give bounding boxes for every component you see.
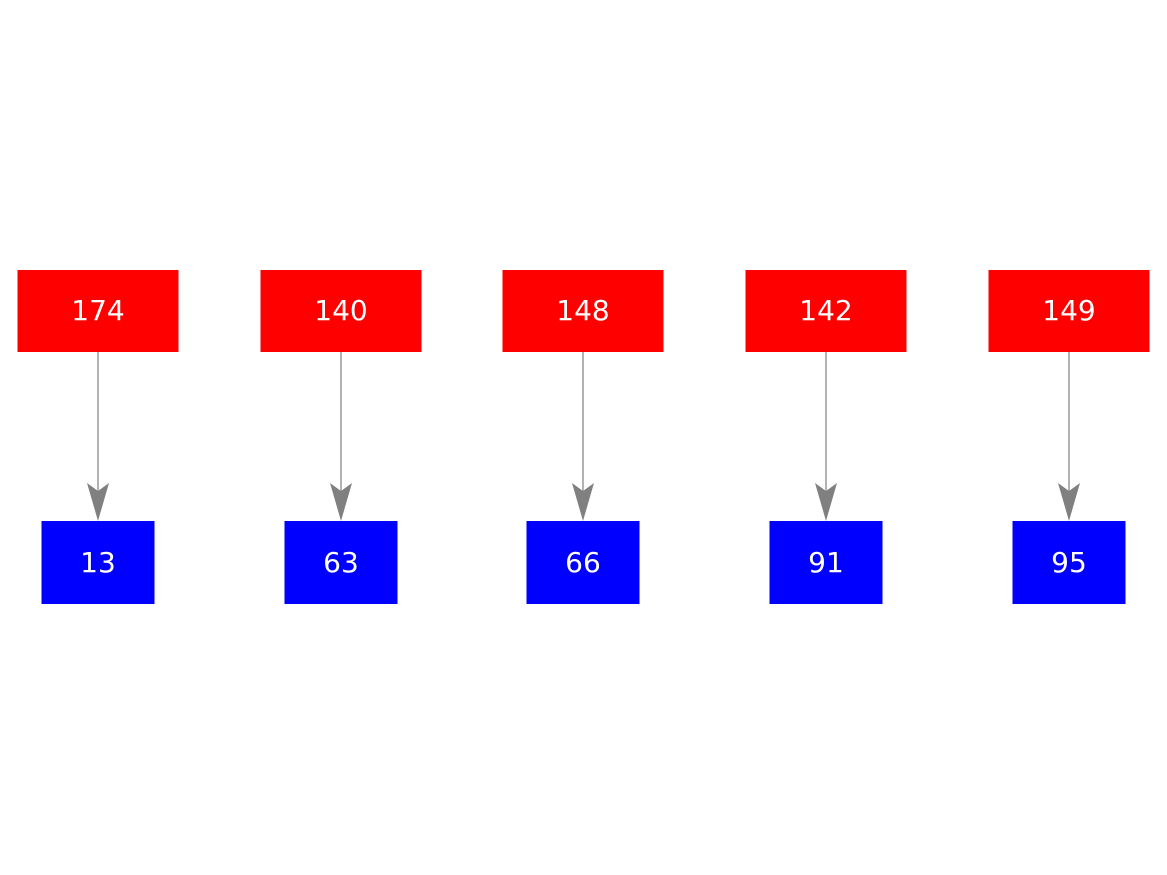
edge-arrow (1058, 352, 1080, 521)
target-node-label: 13 (80, 545, 116, 579)
arrow-head-icon (1058, 483, 1080, 521)
source-node: 140 (260, 270, 422, 352)
source-node-label: 149 (1042, 294, 1096, 327)
target-node: 95 (1012, 521, 1126, 604)
source-node: 149 (988, 270, 1150, 352)
arrow-head-icon (572, 483, 594, 521)
source-node-label: 142 (799, 294, 853, 327)
target-node-label: 66 (565, 545, 601, 579)
edge-arrow (815, 352, 837, 521)
target-node: 13 (41, 521, 155, 604)
target-node: 91 (769, 521, 883, 604)
source-node-label: 174 (71, 294, 125, 327)
edge-arrow (330, 352, 352, 521)
edge-arrow (87, 352, 109, 521)
arrow-head-icon (330, 483, 352, 521)
target-node-label: 95 (1051, 545, 1087, 579)
target-node-label: 63 (323, 545, 359, 579)
edge-arrow (572, 352, 594, 521)
source-node-label: 148 (556, 294, 610, 327)
arrow-head-icon (87, 483, 109, 521)
target-node: 66 (526, 521, 640, 604)
source-node: 148 (502, 270, 664, 352)
source-node: 174 (17, 270, 179, 352)
arrow-head-icon (815, 483, 837, 521)
source-node-label: 140 (314, 294, 368, 327)
target-node: 63 (284, 521, 398, 604)
target-node-label: 91 (808, 545, 844, 579)
source-node: 142 (745, 270, 907, 352)
